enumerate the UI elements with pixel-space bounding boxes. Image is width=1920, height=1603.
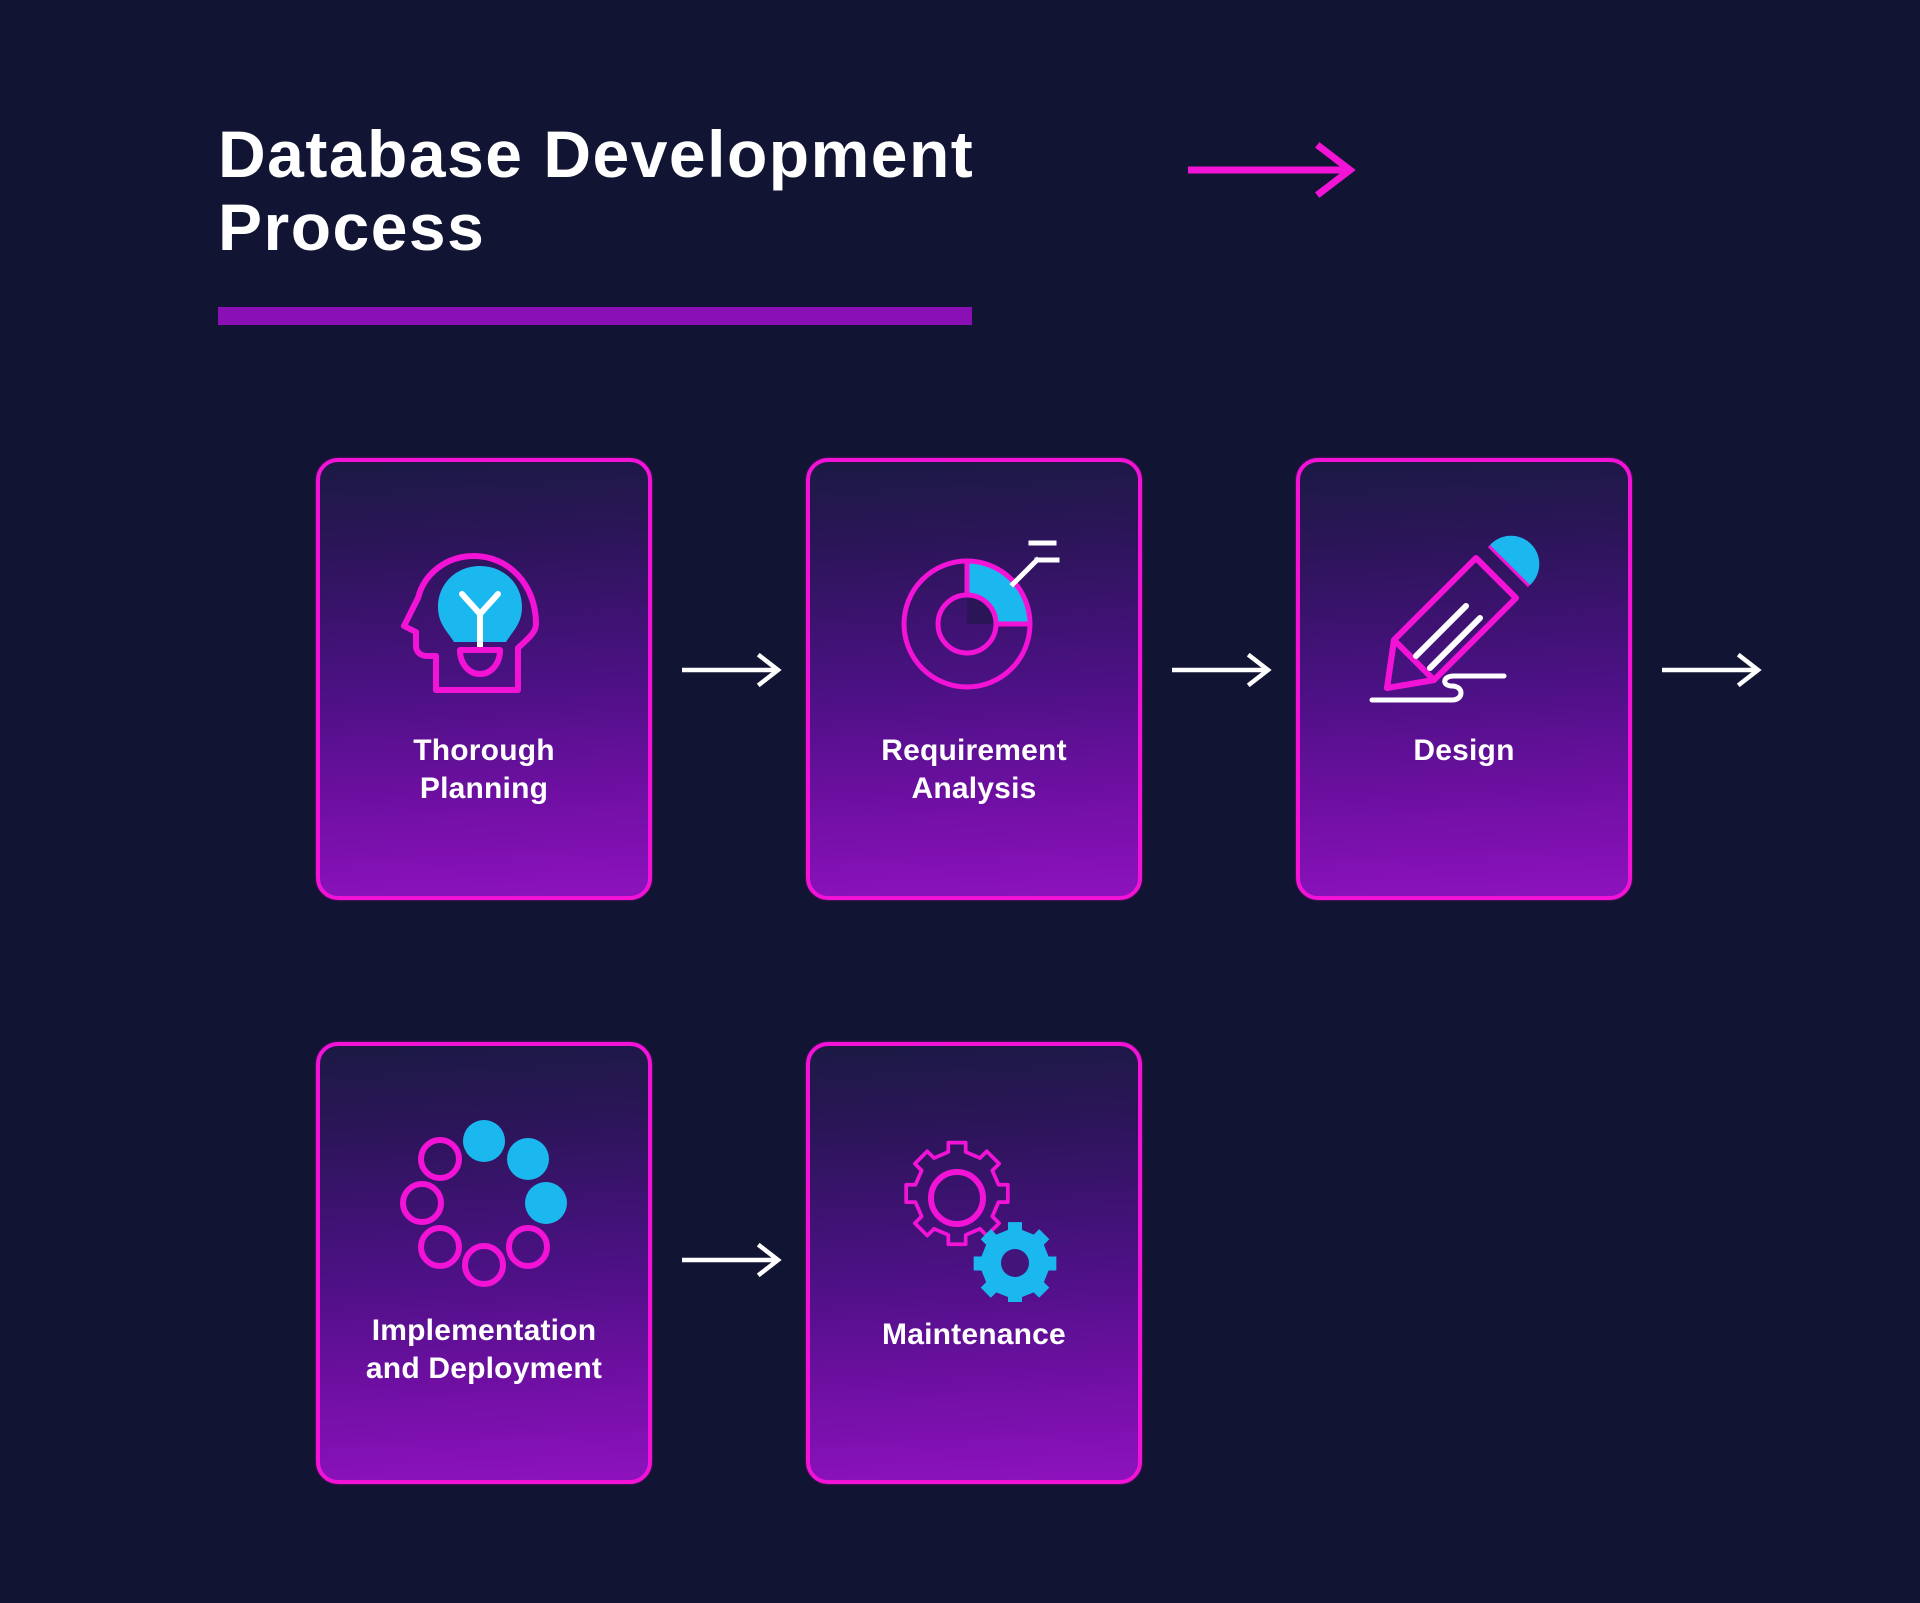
title-underline xyxy=(218,307,972,325)
process-step-label: Implementation and Deployment xyxy=(365,1314,603,1386)
process-step-card-maintenance[interactable]: Maintenance xyxy=(806,1042,1142,1484)
process-step-label: Requirement Analysis xyxy=(881,734,1067,806)
arrow-right-icon xyxy=(1660,650,1770,695)
header: Database Development Process xyxy=(218,118,1468,263)
donut-chart-icon xyxy=(879,528,1069,718)
head-lightbulb-icon xyxy=(394,528,574,718)
page-title: Database Development Process xyxy=(218,117,975,264)
gears-icon xyxy=(879,1112,1069,1302)
process-step-label: Maintenance xyxy=(882,1318,1066,1351)
process-step-label: Design xyxy=(1413,734,1515,767)
arrow-right-icon xyxy=(1186,140,1363,205)
arrow-right-icon xyxy=(680,650,790,695)
process-step-card-requirement-analysis[interactable]: Requirement Analysis xyxy=(806,458,1142,900)
process-step-card-implementation-and-deployment[interactable]: Implementation and Deployment xyxy=(316,1042,652,1484)
process-step-card-design[interactable]: Design xyxy=(1296,458,1632,900)
arrow-right-icon xyxy=(1170,650,1280,695)
arrow-right-icon xyxy=(680,1240,790,1285)
process-step-card-thorough-planning[interactable]: Thorough Planning xyxy=(316,458,652,900)
process-step-label: Thorough Planning xyxy=(413,734,555,806)
pencil-icon xyxy=(1364,528,1564,718)
loading-spinner-icon xyxy=(394,1108,574,1298)
title-row: Database Development Process xyxy=(218,118,1468,263)
